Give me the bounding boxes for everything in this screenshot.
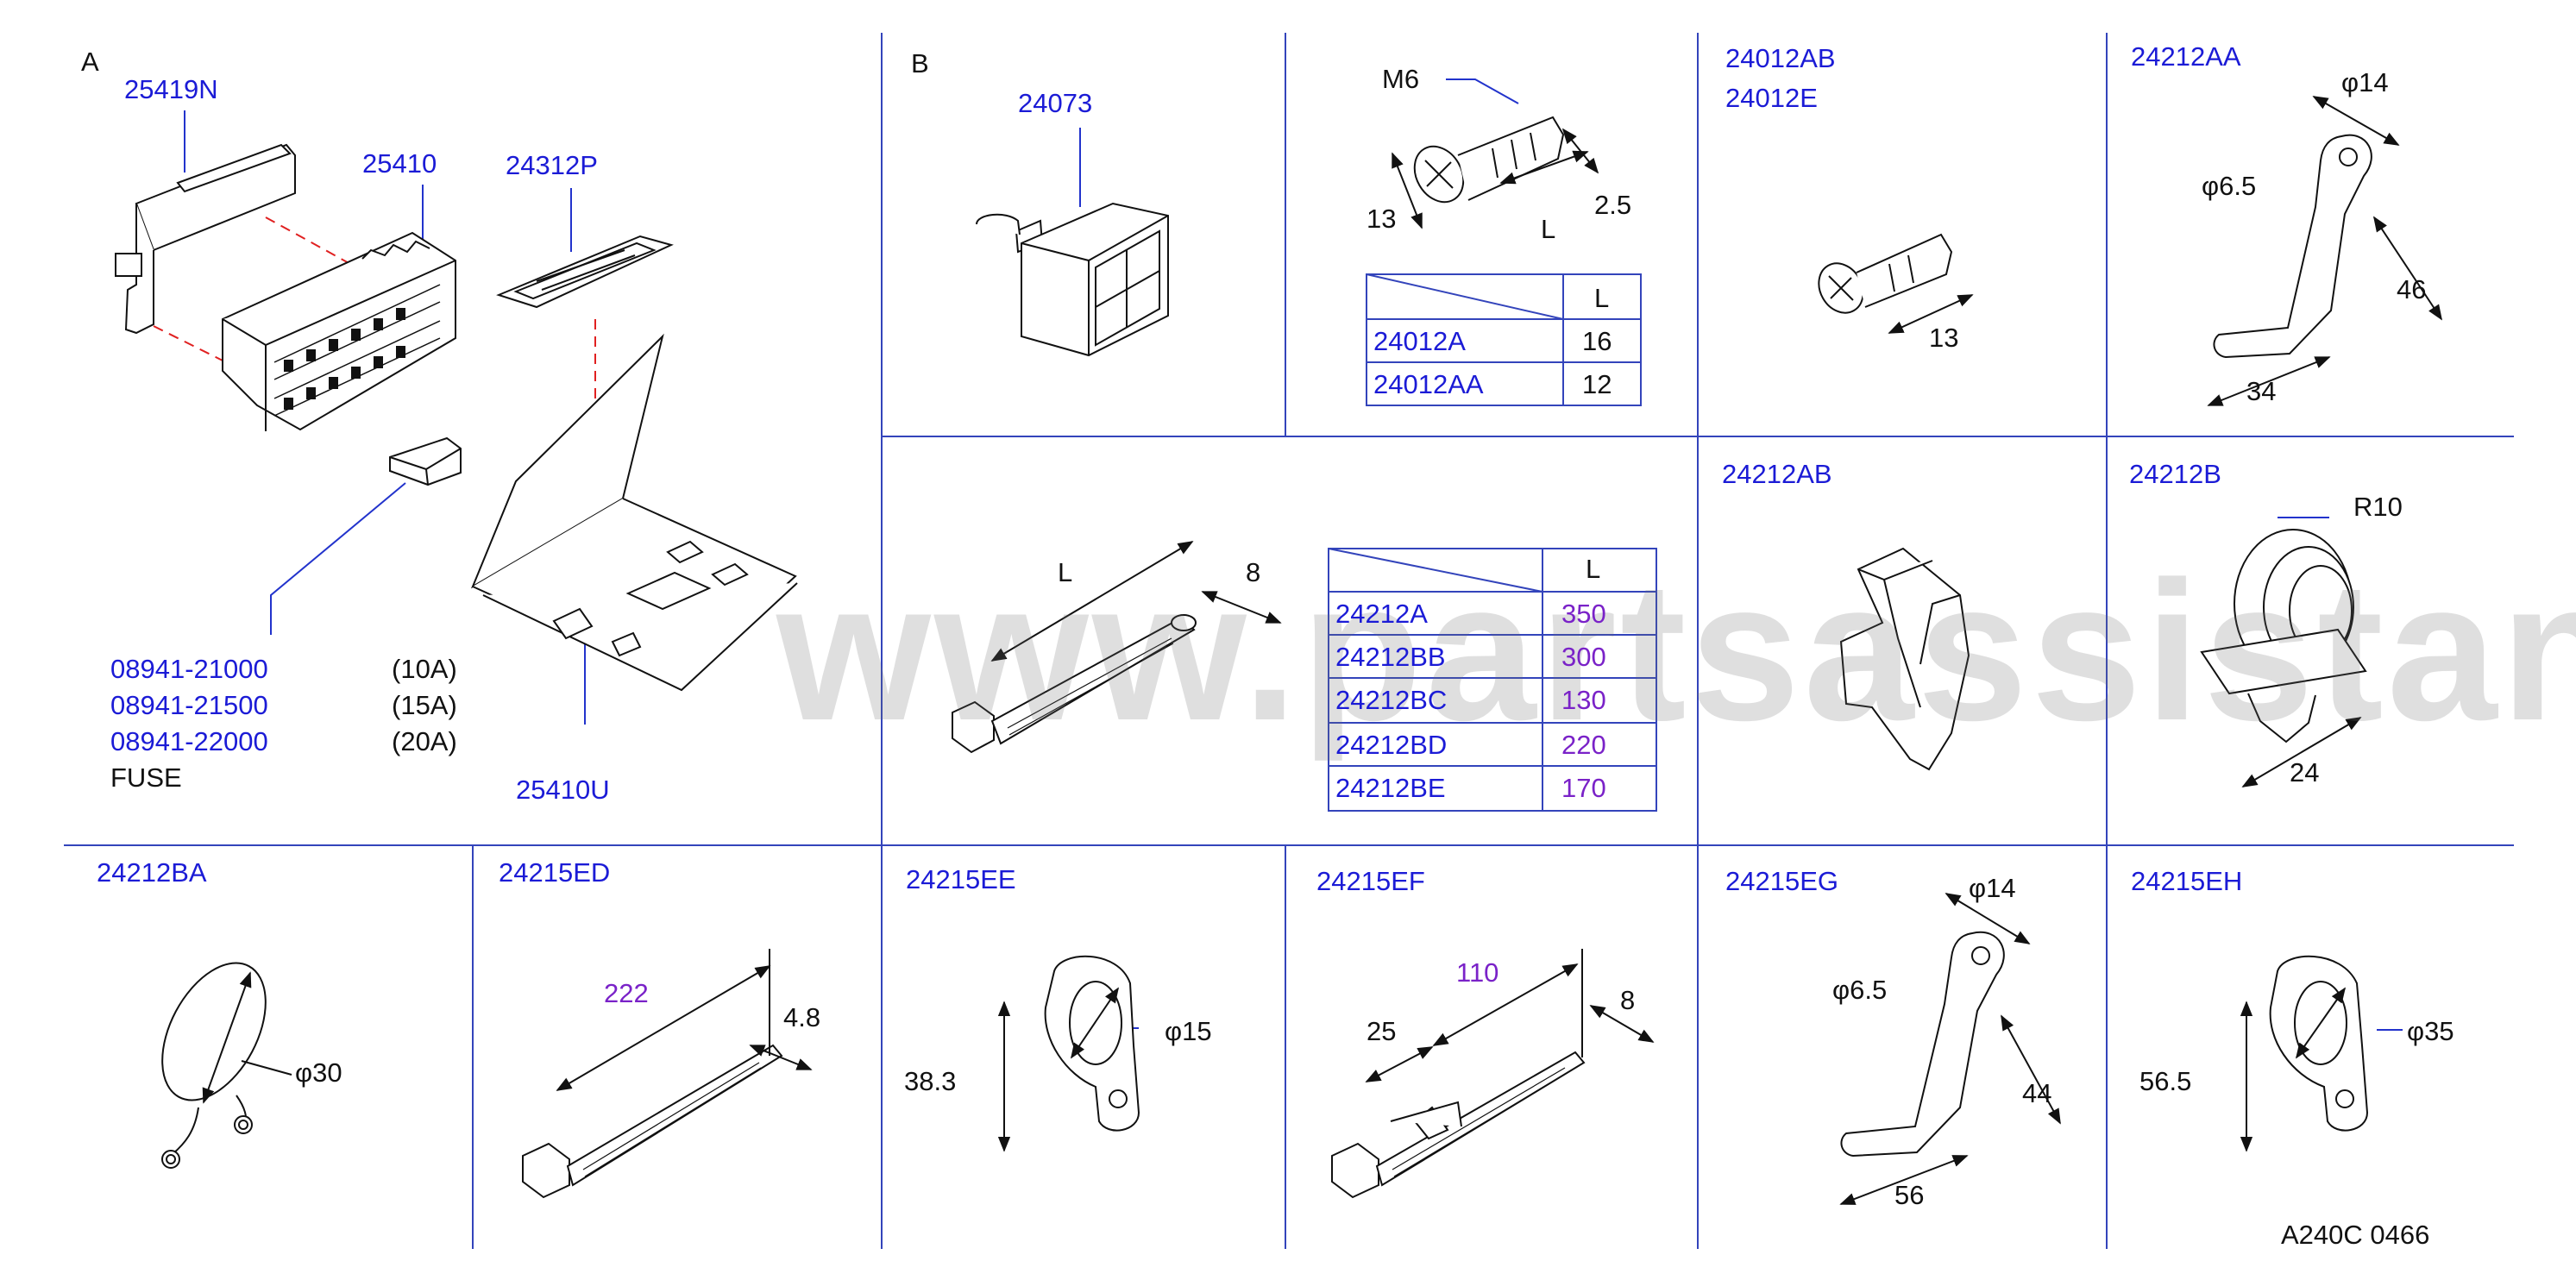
part-number[interactable]: 25410U	[516, 775, 610, 805]
length-value: 220	[1561, 730, 1606, 760]
part-number[interactable]: 24215EH	[2131, 866, 2243, 896]
length-value: 16	[1582, 326, 1612, 356]
bolt-m6-drawing	[1392, 116, 1599, 229]
fuse-rating: (15A)	[392, 690, 457, 720]
tie-24215ef-drawing	[1331, 949, 1655, 1199]
clip-24212b-drawing	[2200, 529, 2367, 787]
diameter-label: φ15	[1165, 1016, 1212, 1046]
panel-drawing	[470, 333, 798, 692]
clamp-24215eh-drawing	[2240, 955, 2369, 1152]
dimension-label: 56.5	[2139, 1066, 2192, 1096]
clip-24212aa-drawing	[2207, 96, 2442, 406]
dimension-label: 56	[1894, 1180, 1925, 1210]
part-number[interactable]: 24012AA	[1373, 369, 1484, 399]
diameter-label: φ14	[1969, 873, 2016, 903]
dimension-label: 8	[1246, 557, 1261, 587]
grid-lines	[64, 33, 2514, 1249]
dimension-label: L	[1541, 214, 1556, 244]
part-number[interactable]: 08941-22000	[110, 726, 268, 756]
connector-drawing	[976, 202, 1169, 357]
part-number[interactable]: 24215EG	[1725, 866, 1838, 896]
part-number[interactable]: 24073	[1018, 88, 1093, 118]
table-header: L	[1594, 283, 1610, 313]
diameter-label: φ6.5	[2202, 171, 2257, 201]
part-number[interactable]: 24212BB	[1335, 642, 1446, 672]
length-value: 222	[604, 978, 649, 1008]
part-number[interactable]: 24212BC	[1335, 685, 1448, 715]
length-value: 300	[1561, 642, 1606, 672]
part-number[interactable]: 24212BD	[1335, 730, 1448, 760]
clamp-24215ee-drawing	[997, 955, 1140, 1152]
dimension-label: 24	[2290, 757, 2320, 787]
length-value: 110	[1456, 957, 1499, 988]
part-number[interactable]: 24012A	[1373, 326, 1466, 356]
part-number[interactable]: 24212BE	[1335, 773, 1446, 803]
part-number[interactable]: 24212AB	[1722, 459, 1832, 489]
dimension-label: 44	[2022, 1078, 2052, 1108]
part-number[interactable]: 25419N	[124, 74, 218, 104]
ring-24212ba-drawing	[161, 962, 292, 1169]
fuse-drawing	[389, 436, 462, 486]
section-letter-a: A	[81, 47, 99, 77]
dimension-label: L	[1058, 557, 1073, 587]
fuse-block-drawing	[222, 231, 456, 431]
clip-24212ab-drawing	[1839, 547, 1970, 771]
tie-length-table	[1328, 548, 1657, 812]
section-letter-b: B	[911, 48, 929, 78]
part-number[interactable]: 24215EE	[906, 864, 1016, 894]
length-value: 170	[1561, 773, 1606, 803]
part-number[interactable]: 25410	[362, 148, 437, 179]
radius-label: R10	[2353, 492, 2403, 522]
diameter-label: φ35	[2407, 1016, 2454, 1046]
part-number[interactable]: 24215ED	[499, 857, 611, 888]
dimension-label: 2.5	[1594, 190, 1632, 220]
length-value: 130	[1561, 685, 1606, 715]
diameter-label: φ30	[295, 1057, 342, 1088]
bolt-length-table	[1366, 273, 1642, 406]
clip-24215eg-drawing	[1839, 893, 2061, 1205]
cover-drawing	[496, 235, 674, 309]
part-number[interactable]: 24312P	[506, 150, 598, 180]
part-number[interactable]: 08941-21000	[110, 654, 268, 684]
table-header: L	[1586, 554, 1601, 584]
fuse-rating: (10A)	[392, 654, 457, 684]
thread-label: M6	[1382, 64, 1420, 94]
dimension-label: 8	[1620, 985, 1636, 1015]
watermark: www.partsassistant.com	[776, 540, 2576, 762]
part-number[interactable]: 24212AA	[2131, 41, 2241, 72]
dimension-label: 13	[1367, 204, 1397, 234]
tie-24215ed-drawing	[522, 949, 813, 1199]
part-number[interactable]: 24212A	[1335, 599, 1428, 629]
dimension-label: 4.8	[783, 1002, 821, 1032]
part-number[interactable]: 08941-21500	[110, 690, 268, 720]
dimension-label: 13	[1929, 323, 1959, 353]
dimension-label: 46	[2397, 274, 2427, 304]
dimension-label: 38.3	[904, 1066, 957, 1096]
length-value: 350	[1561, 599, 1606, 629]
fuse-label: FUSE	[110, 762, 182, 793]
part-number[interactable]: 24012E	[1725, 83, 1818, 113]
dimension-label: 34	[2246, 376, 2277, 406]
part-number[interactable]: 24215EF	[1316, 866, 1425, 896]
tie-24212a-drawing	[952, 541, 1282, 754]
diameter-label: φ14	[2341, 67, 2389, 97]
diagram-code: A240C 0466	[2281, 1220, 2430, 1250]
relay-bracket-drawing	[115, 143, 296, 335]
dimension-label: 25	[1367, 1016, 1397, 1046]
part-number[interactable]: 24212B	[2129, 459, 2221, 489]
part-number[interactable]: 24212BA	[97, 857, 207, 888]
fuse-rating: (20A)	[392, 726, 457, 756]
diameter-label: φ6.5	[1832, 975, 1888, 1005]
length-value: 12	[1582, 369, 1612, 399]
bolt-24012-drawing	[1818, 233, 1974, 334]
part-number[interactable]: 24012AB	[1725, 43, 1836, 73]
